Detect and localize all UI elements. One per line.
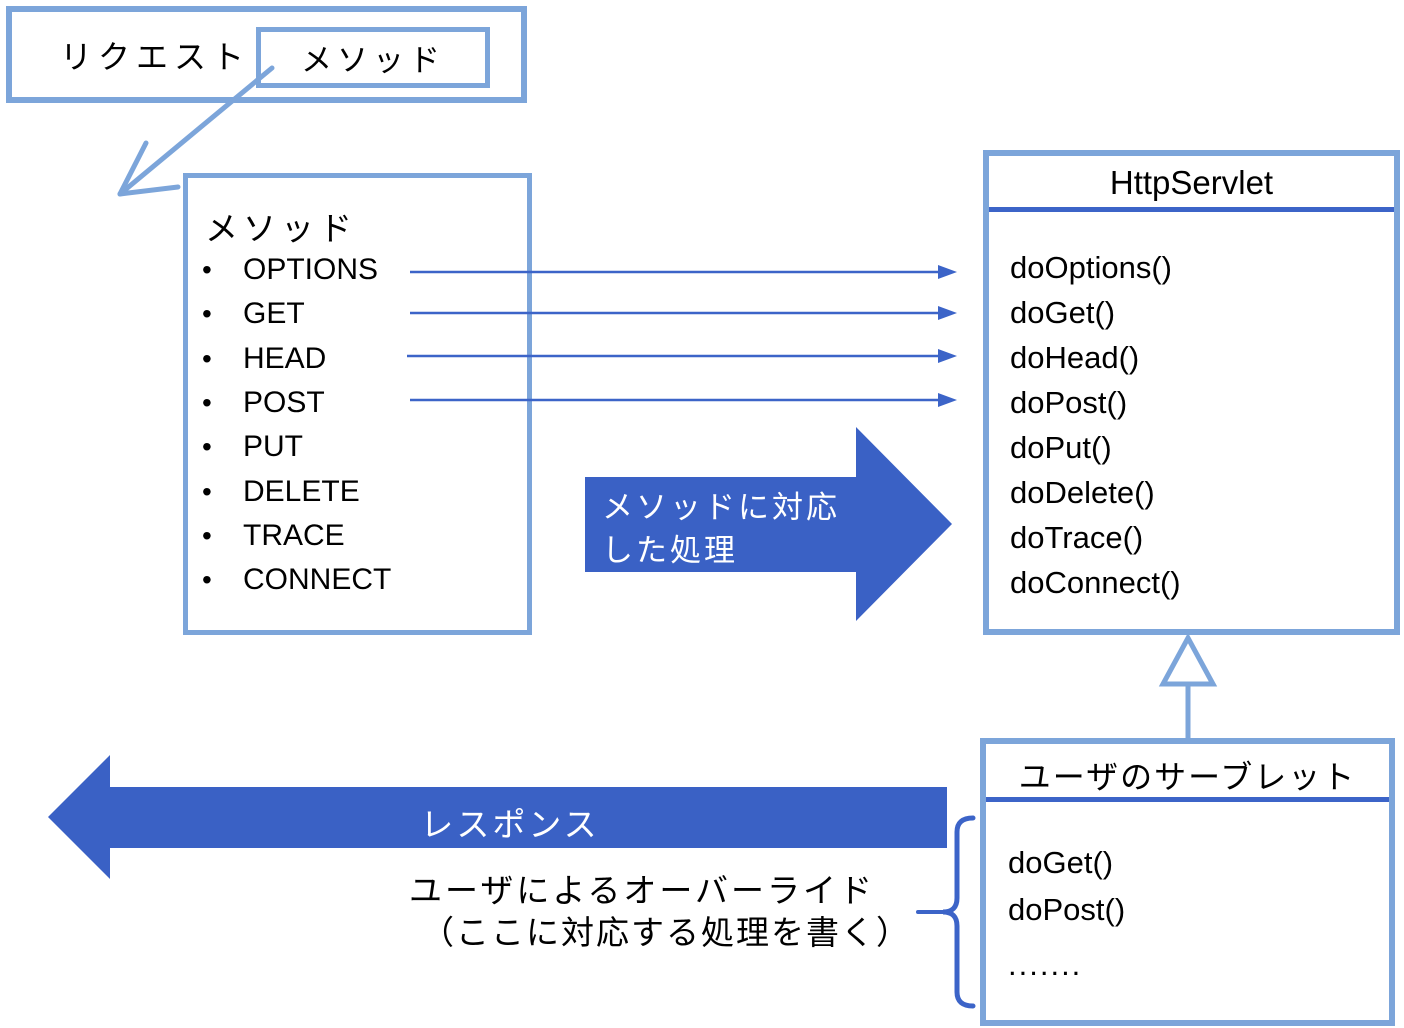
bullet-icon: • — [202, 342, 212, 374]
bullet-icon: • — [202, 475, 212, 507]
list-item: • GET — [188, 292, 527, 336]
list-item: • PUT — [188, 425, 527, 469]
bullet-icon: • — [202, 519, 212, 551]
httpservlet-method-list: doOptions() doGet() doHead() doPost() do… — [1010, 246, 1181, 605]
bullet-icon: • — [202, 564, 212, 596]
method-label: CONNECT — [243, 563, 392, 597]
method-label: GET — [243, 297, 305, 331]
method-label: OPTIONS — [243, 253, 379, 287]
mapping-arrow-label-line1: メソッドに対応 — [602, 490, 840, 525]
list-item: doDelete() — [1010, 474, 1155, 510]
override-annotation-line2: （ここに対応する処理を書く） — [421, 914, 911, 951]
method-label: PUT — [243, 430, 303, 464]
list-item: doGet() — [1008, 844, 1114, 880]
list-item: • DELETE — [188, 469, 527, 513]
method-list-box: メソッド • OPTIONS • GET • HEAD • POST • PUT • DEL… — [183, 173, 532, 635]
override-annotation-line1: ユーザによるオーバーライド — [408, 872, 876, 909]
response-arrow-label: レスポンス — [420, 806, 600, 843]
method-label: TRACE — [243, 518, 345, 552]
list-item: doHead() — [1010, 340, 1140, 376]
list-item: doOptions() — [1010, 250, 1172, 286]
bullet-icon: • — [202, 298, 212, 330]
list-item: doPost() — [1010, 385, 1128, 421]
inheritance-arrow — [1158, 632, 1218, 740]
httpservlet-title: HttpServlet — [1109, 164, 1274, 201]
user-servlet-class-box: ユーザのサーブレット doGet() doPost() ....... — [980, 738, 1395, 1026]
method-label: HEAD — [243, 341, 327, 375]
method-label: DELETE — [243, 474, 360, 508]
method-label: POST — [243, 386, 325, 420]
bullet-icon: • — [202, 431, 212, 463]
httpservlet-class-box: HttpServlet doOptions() doGet() doHead()… — [983, 150, 1400, 635]
class-title-divider — [986, 797, 1389, 802]
list-item: ....... — [1008, 946, 1083, 982]
list-item: • CONNECT — [188, 558, 527, 602]
list-item: doConnect() — [1010, 564, 1181, 600]
method-list: • OPTIONS • GET • HEAD • POST • PUT • DELETE •… — [188, 248, 527, 602]
list-item: doPost() — [1008, 891, 1126, 927]
list-item: • HEAD — [188, 337, 527, 381]
request-method-chip-label: メソッド — [301, 43, 445, 78]
user-servlet-method-list: doGet() doPost() ....... — [1008, 839, 1125, 988]
method-list-title: メソッド — [205, 210, 357, 247]
list-item: • TRACE — [188, 514, 527, 558]
list-item: • POST — [188, 381, 527, 425]
bullet-icon: • — [202, 254, 212, 286]
bullet-icon: • — [202, 387, 212, 419]
request-label: リクエスト — [60, 38, 251, 75]
list-item: doGet() — [1010, 295, 1116, 331]
user-servlet-title: ユーザのサーブレット — [1018, 759, 1357, 795]
mapping-arrow-label: メソッドに対応 した処理 — [602, 486, 840, 572]
list-item: doTrace() — [1010, 519, 1144, 555]
list-item: doPut() — [1010, 430, 1112, 465]
class-title-divider — [989, 207, 1394, 212]
list-item: • OPTIONS — [188, 248, 527, 292]
request-method-chip: メソッド — [256, 27, 490, 88]
mapping-arrow-label-line2: した処理 — [602, 533, 738, 568]
